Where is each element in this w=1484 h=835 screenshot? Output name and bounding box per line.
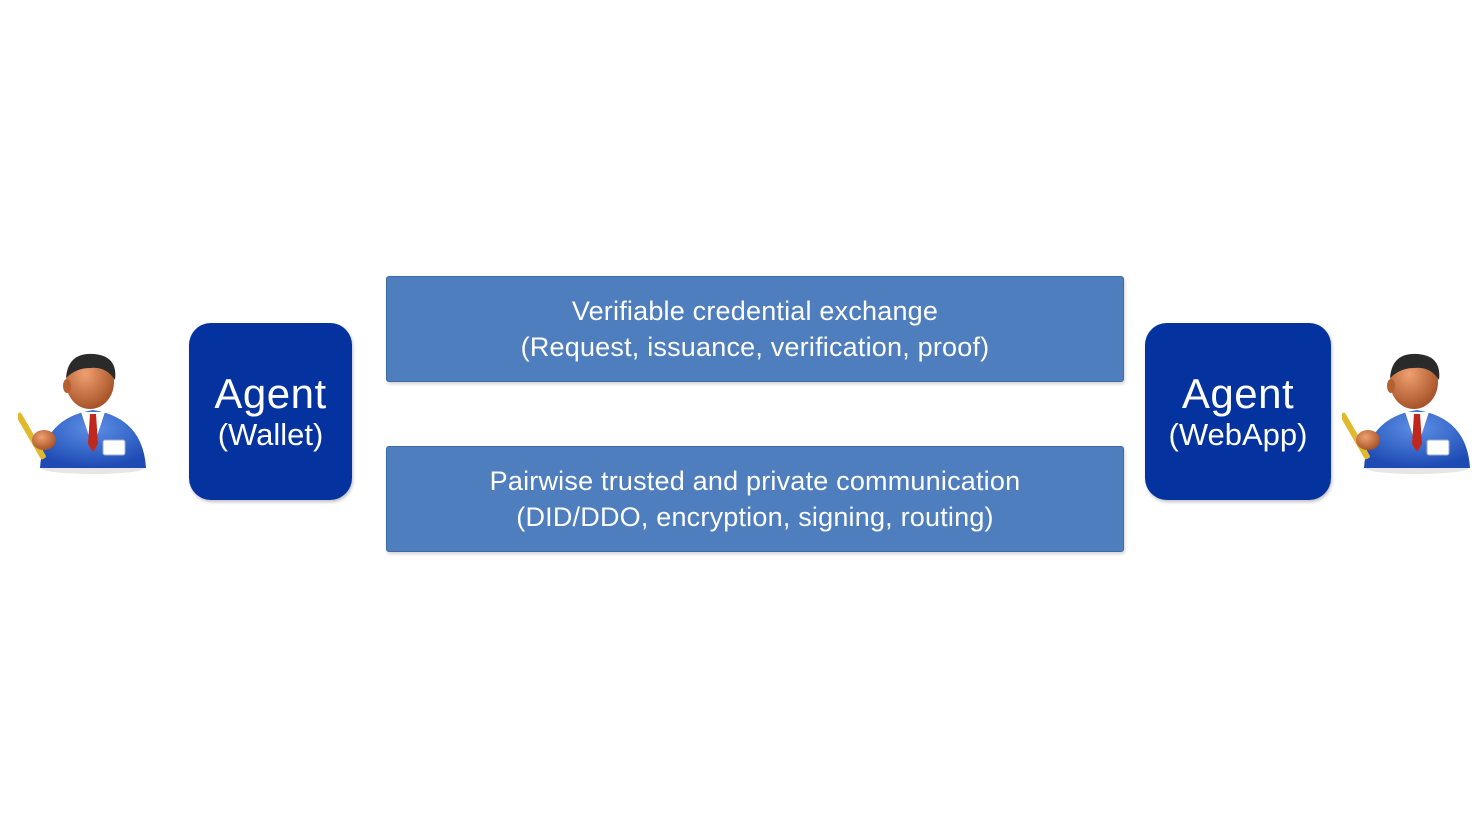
agent-webapp-title: Agent [1181, 369, 1295, 417]
credential-exchange-layer: Verifiable credential exchange (Request,… [386, 276, 1124, 382]
credential-exchange-detail: (Request, issuance, verification, proof) [520, 332, 990, 362]
person-with-pen-icon [1342, 348, 1482, 478]
agent-wallet-subtitle: (Wallet) [217, 416, 324, 452]
pairwise-communication-detail: (DID/DDO, encryption, signing, routing) [516, 502, 994, 532]
agent-wallet-title: Agent [214, 369, 327, 417]
pairwise-communication-title: Pairwise trusted and private communicati… [489, 466, 1021, 496]
credential-exchange-title: Verifiable credential exchange [571, 296, 939, 326]
agent-wallet-box: Agent (Wallet) [189, 323, 352, 500]
person-with-pen-icon [18, 348, 158, 478]
agent-webapp-subtitle: (WebApp) [1168, 416, 1308, 452]
agent-webapp-box: Agent (WebApp) [1145, 323, 1331, 500]
pairwise-communication-layer: Pairwise trusted and private communicati… [386, 446, 1124, 552]
